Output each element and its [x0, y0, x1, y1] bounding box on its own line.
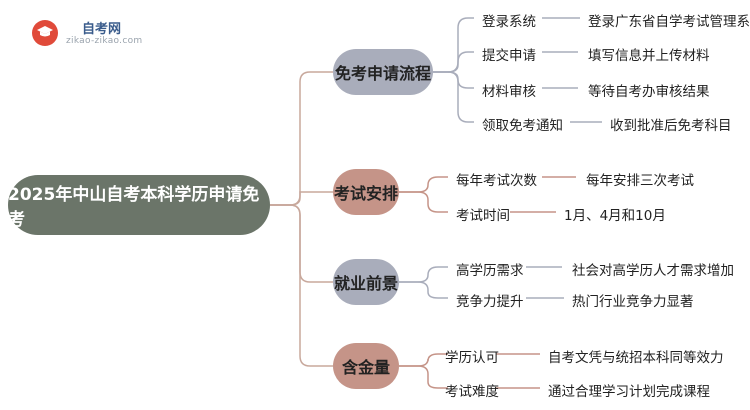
connector-b1-item-2 [433, 51, 474, 73]
leaf-label: 高学历需求 [456, 263, 524, 279]
leaf-label: 登录系统 [482, 14, 536, 30]
leaf-label: 学历认可 [445, 350, 499, 366]
connector-b1-item-3 [433, 71, 474, 89]
logo-name: 自考网 [82, 22, 122, 37]
connector-b4-item-2 [399, 365, 448, 389]
leaf-value: 社会对高学历人才需求增加 [572, 263, 734, 279]
logo-url: zikao-zikao.com [66, 36, 143, 46]
leaf-value: 每年安排三次考试 [586, 173, 694, 189]
leaf-value: 填写信息并上传材料 [588, 48, 710, 64]
leaf-value: 通过合理学习计划完成课程 [548, 384, 710, 400]
branch-node-value: 含金量 [333, 343, 399, 389]
leaf-label: 领取免考通知 [482, 118, 563, 134]
leaf-label: 考试时间 [456, 208, 510, 224]
leaf-value: 登录广东省自学考试管理系统 [588, 14, 750, 30]
root-node: 2025年中山自考本科学历申请免考 [8, 175, 270, 235]
leaf-label: 竞争力提升 [456, 294, 524, 310]
graduation-cap-icon [37, 26, 53, 37]
leaf-label: 提交申请 [482, 48, 536, 64]
connector-b3-item-1 [399, 266, 448, 283]
connector-root-branch-1 [270, 71, 333, 206]
connector-b3-item-2 [399, 281, 448, 299]
leaf-value: 自考文凭与统招本科同等效力 [548, 350, 724, 366]
leaf-value: 等待自考办审核结果 [588, 84, 710, 100]
leaf-value: 热门行业竞争力显著 [572, 294, 694, 310]
site-logo: 自考网 zikao-zikao.com [32, 16, 162, 52]
connector-b2-item-2 [399, 191, 448, 213]
leaf-label: 材料审核 [482, 84, 536, 100]
leaf-value: 1月、4月和10月 [564, 208, 666, 224]
connector-root-branch-3 [270, 204, 333, 283]
connector-root-branch-4 [270, 204, 333, 367]
leaf-label: 每年考试次数 [456, 173, 537, 189]
branch-node-application-process: 免考申请流程 [333, 49, 433, 95]
leaf-value: 收到批准后免考科目 [610, 118, 732, 134]
branch-node-exam-schedule: 考试安排 [333, 169, 399, 215]
connector-b2-item-1 [399, 176, 448, 193]
connector-b4-item-1 [399, 353, 448, 367]
branch-node-career-outlook: 就业前景 [333, 259, 399, 305]
connector-b1-item-1 [433, 17, 474, 73]
connector-b1-item-4 [433, 71, 474, 123]
connector-root-branch-2 [270, 191, 333, 206]
leaf-label: 考试难度 [445, 384, 499, 400]
